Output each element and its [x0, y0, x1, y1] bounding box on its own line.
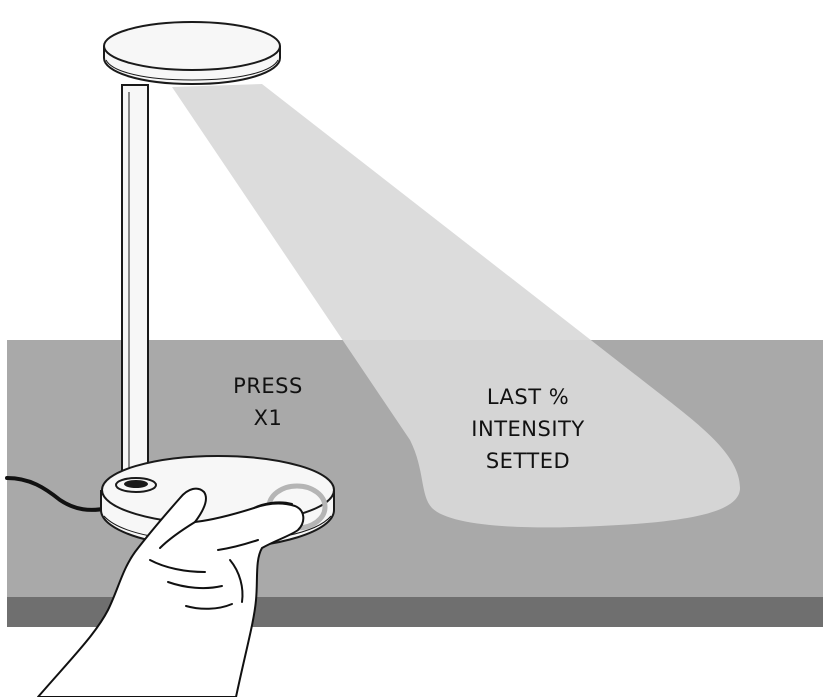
hand-pressing-icon [37, 487, 305, 697]
result-line-1: LAST % [486, 385, 570, 409]
result-description-label: LAST % INTENSITY SETTED [428, 381, 628, 477]
power-cable [5, 476, 110, 512]
light-beam [172, 84, 740, 528]
press-instruction-label: PRESS X1 [208, 370, 328, 434]
lamp-pole [121, 84, 149, 486]
lamp-head [103, 21, 281, 86]
result-line-3: SETTED [485, 449, 571, 473]
press-line-1: PRESS [233, 374, 303, 398]
result-line-2: INTENSITY [471, 417, 585, 441]
press-line-2: X1 [253, 406, 283, 430]
